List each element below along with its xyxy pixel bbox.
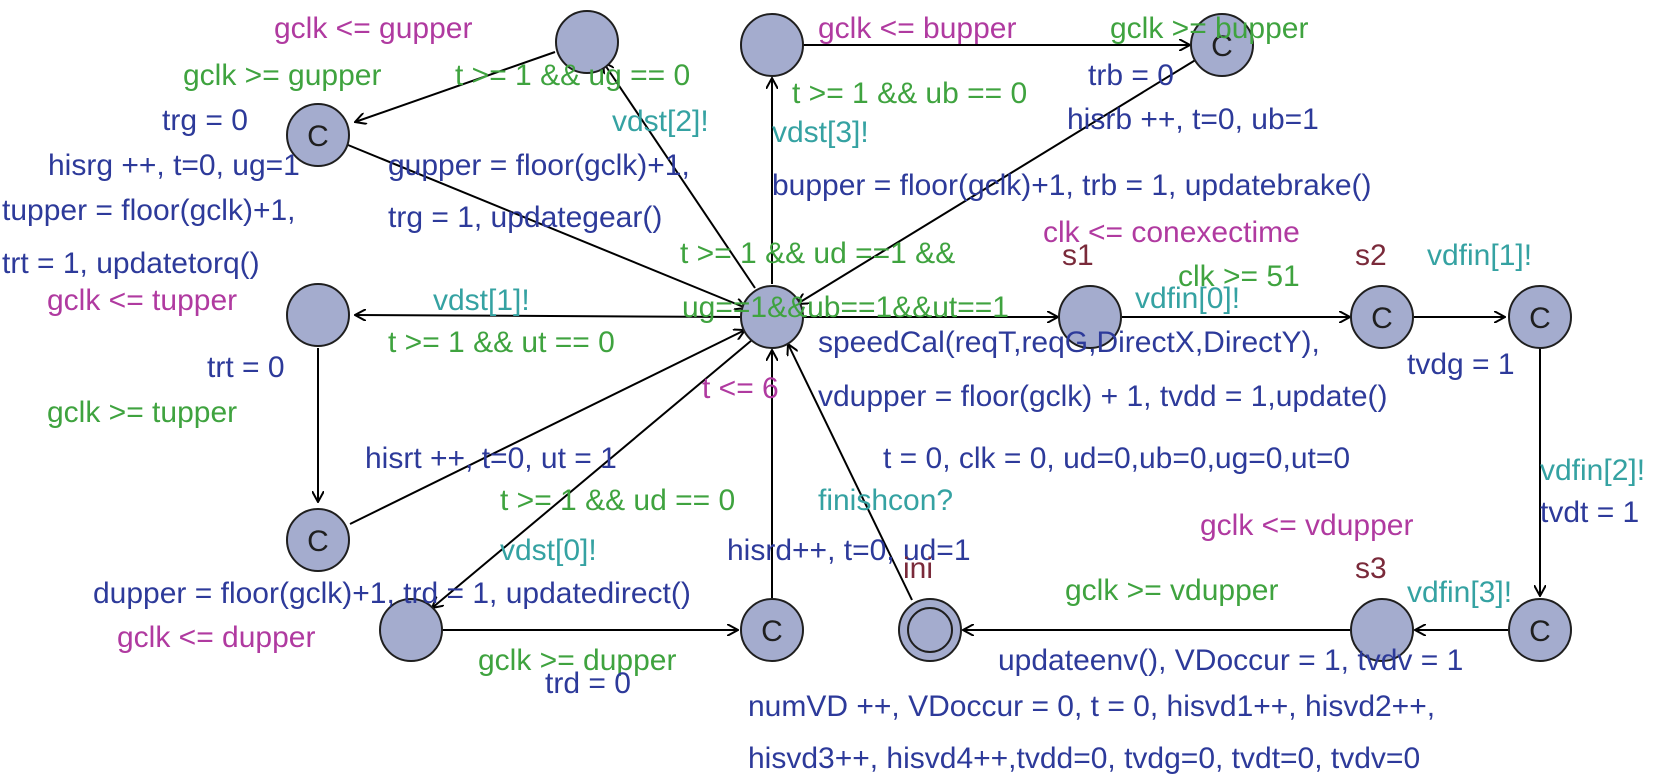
sync-label: vdfin[1]! <box>1427 239 1532 272</box>
location-dupper-loc[interactable] <box>379 598 443 662</box>
location-s1[interactable] <box>1058 285 1122 349</box>
assign-label: tvdg = 1 <box>1407 348 1515 381</box>
assign-label: hisrb ++, t=0, ub=1 <box>1067 103 1319 136</box>
sync-label: vdst[2]! <box>612 105 709 138</box>
assign-label: bupper = floor(gclk)+1, trb = 1, updateb… <box>772 169 1372 202</box>
assign-label: trg = 1, updategear() <box>388 201 662 234</box>
location-name: s3 <box>1355 552 1387 585</box>
location-trt-loc[interactable]: C <box>286 508 350 572</box>
guard-label: t >= 1 && ut == 0 <box>388 326 615 359</box>
location-top-left-b[interactable] <box>740 13 804 77</box>
location-trb-loc[interactable]: C <box>1190 13 1254 77</box>
committed-marker: C <box>1529 302 1551 335</box>
sync-label: vdfin[0]! <box>1135 282 1240 315</box>
location-trg-loc[interactable]: C <box>286 103 350 167</box>
assign-label: trb = 0 <box>1088 59 1174 92</box>
sync-label: vdst[3]! <box>772 116 869 149</box>
assign-label: updateenv(), VDoccur = 1, tvdv = 1 <box>998 644 1463 677</box>
guard-label: gclk >= dupper <box>478 644 676 677</box>
assign-label: tvdt = 1 <box>1540 496 1639 529</box>
edge-trt-to-center[interactable] <box>349 330 745 525</box>
committed-marker: C <box>761 615 783 648</box>
committed-marker: C <box>1529 615 1551 648</box>
location-name: s1 <box>1062 239 1094 272</box>
location-s3[interactable] <box>1350 598 1414 662</box>
invariant-label: gclk <= gupper <box>274 12 472 45</box>
assign-label: hisvd3++, hisvd4++,tvdd=0, tvdg=0, tvdt=… <box>748 742 1420 775</box>
assign-label: t = 0, clk = 0, ud=0,ub=0,ug=0,ut=0 <box>883 442 1350 475</box>
assign-label: hisrt ++, t=0, ut = 1 <box>365 442 617 475</box>
edge-trg-to-center[interactable] <box>347 144 746 308</box>
location-name: ini <box>903 552 933 585</box>
location-tvdg-loc[interactable]: C <box>1508 285 1572 349</box>
edge-trb-to-center[interactable] <box>797 55 1203 304</box>
invariant-label: gclk <= vdupper <box>1200 509 1413 542</box>
location-trd-loc[interactable]: C <box>740 598 804 662</box>
sync-label: vdst[1]! <box>433 284 530 317</box>
committed-marker: C <box>307 525 329 558</box>
guard-label: gclk >= tupper <box>47 396 237 429</box>
assign-label: numVD ++, VDoccur = 0, t = 0, hisvd1++, … <box>748 690 1435 723</box>
assign-label: trg = 0 <box>162 104 248 137</box>
locations: C C C C C C <box>286 10 1572 662</box>
location-top-left-g[interactable] <box>555 10 619 74</box>
sync-label: finishcon? <box>818 484 953 517</box>
labels: gclk <= gupper gclk <= bupper clk <= con… <box>2 12 1645 775</box>
guard-label: ug==1&&ub==1&&ut==1 <box>682 291 1009 324</box>
guard-label: gclk >= vdupper <box>1065 574 1278 607</box>
guard-label: gclk >= bupper <box>1110 12 1308 45</box>
invariant-label: clk <= conexectime <box>1043 216 1300 249</box>
location-ini[interactable] <box>898 598 962 662</box>
sync-label: vdst[0]! <box>500 534 597 567</box>
edge-center-to-dupper[interactable] <box>432 339 753 608</box>
edge-g-to-trg[interactable] <box>355 51 556 122</box>
invariant-label: gclk <= tupper <box>47 284 237 317</box>
assign-label: trt = 0 <box>207 351 285 384</box>
invariant-label: gclk <= bupper <box>818 12 1016 45</box>
edge-center-to-tupper[interactable] <box>355 315 741 317</box>
assign-label: trt = 1, updatetorq() <box>2 247 260 280</box>
guard-label: gclk >= gupper <box>183 59 381 92</box>
committed-marker: C <box>1371 302 1393 335</box>
assign-label: dupper = floor(gclk)+1, trd = 1, updated… <box>93 577 691 610</box>
edge-center-to-g[interactable] <box>603 62 756 289</box>
assign-label: trd = 0 <box>545 667 631 700</box>
sync-label: vdfin[3]! <box>1407 576 1512 609</box>
guard-label: t >= 1 && ud == 0 <box>500 484 735 517</box>
location-tupper-loc[interactable] <box>286 283 350 347</box>
guard-label: t >= 1 && ub == 0 <box>792 77 1027 110</box>
assign-label: gupper = floor(gclk)+1, <box>388 149 690 182</box>
assign-label: hisrg ++, t=0, ug=1 <box>48 149 300 182</box>
committed-marker: C <box>307 120 329 153</box>
guard-label: clk >= 51 <box>1178 260 1300 293</box>
location-tvdt-loc[interactable]: C <box>1508 598 1572 662</box>
invariant-label: gclk <= dupper <box>117 621 315 654</box>
committed-marker: C <box>1211 30 1233 63</box>
assign-label: speedCal(reqT,reqG,DirectX,DirectY), <box>818 326 1320 359</box>
invariant-label: t <= 6 <box>702 372 779 405</box>
location-name: s2 <box>1355 239 1387 272</box>
edges <box>318 45 1540 630</box>
assign-label: hisrd++, t=0, ud=1 <box>727 534 971 567</box>
sync-label: vdfin[2]! <box>1540 454 1645 487</box>
edge-ini-to-center[interactable] <box>788 344 913 601</box>
assign-label: vdupper = floor(gclk) + 1, tvdd = 1,upda… <box>818 380 1388 413</box>
location-center[interactable] <box>740 285 804 349</box>
assign-label: tupper = floor(gclk)+1, <box>2 194 295 227</box>
guard-label: t >= 1 && ud ==1 && <box>680 237 955 270</box>
guard-label: t >= 1 && ug == 0 <box>455 59 690 92</box>
location-s2[interactable]: C <box>1350 285 1414 349</box>
